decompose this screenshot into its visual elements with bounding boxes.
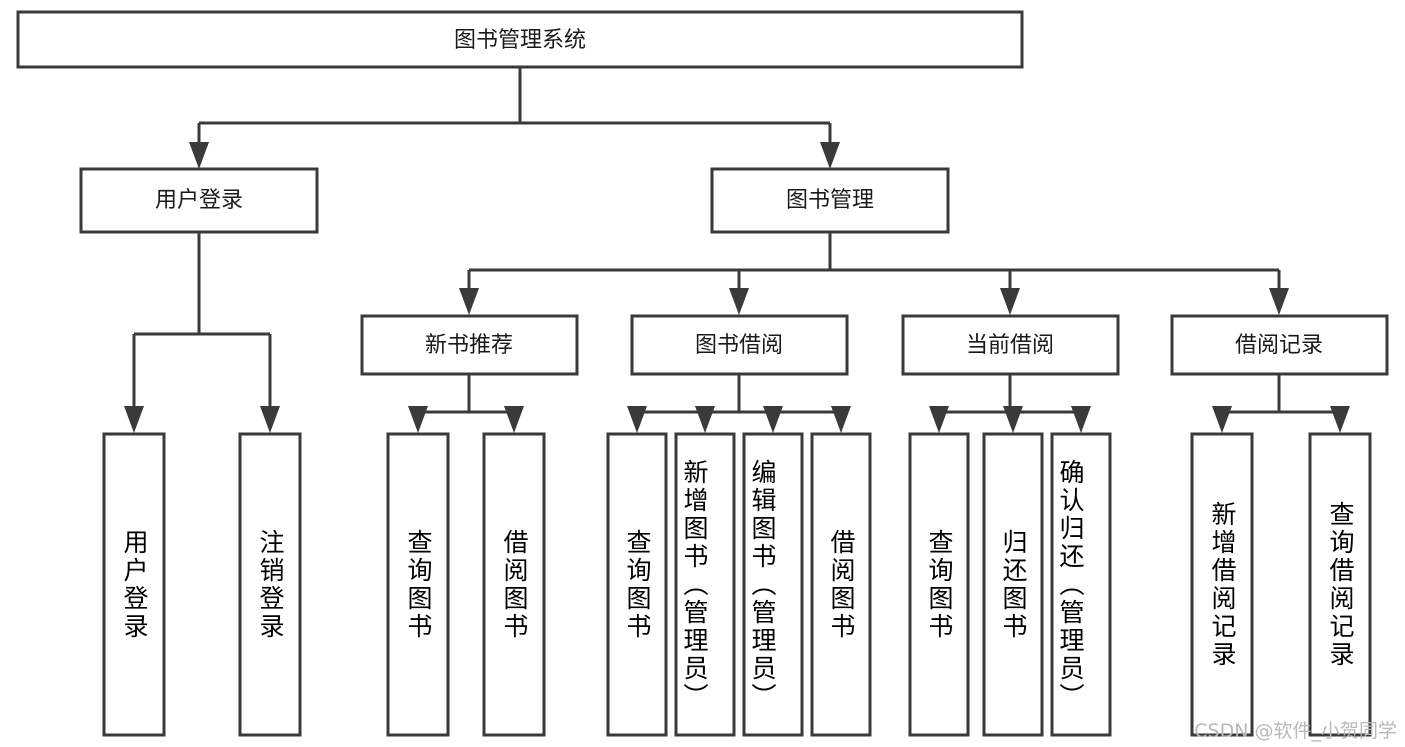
arrow-head-borrow-book-1	[504, 406, 524, 433]
leaf-node-logout-box	[238, 432, 302, 737]
arrow-head-book-manage	[820, 142, 840, 169]
node-root-box	[16, 10, 1024, 69]
leaf-node-borrow-book-1-label: 借阅图书	[500, 528, 529, 641]
leaf-node-query-book-3-text-area: 查询图书	[925, 528, 954, 641]
leaf-node-borrow-book-1-text-area: 借阅图书	[500, 528, 529, 641]
leaf-node-query-record-text-area: 查询借阅记录	[1326, 500, 1355, 669]
node-current-borrow-box	[901, 314, 1120, 376]
node-book-manage[interactable]: 图书管理	[710, 167, 950, 234]
leaf-node-edit-book[interactable]: 编辑图书（管理员）	[742, 432, 804, 737]
arrow-head-query-book-3	[929, 406, 949, 433]
node-book-borrow-box	[630, 314, 849, 376]
leaf-node-add-record-text-area: 新增借阅记录	[1208, 500, 1237, 669]
leaf-node-user-login[interactable]: 用户登录	[102, 432, 166, 737]
connector-group-book-borrow	[627, 374, 851, 433]
arrow-head-confirm-return	[1071, 406, 1091, 433]
arrow-head-query-book-1	[408, 406, 428, 433]
leaf-node-query-book-1[interactable]: 查询图书	[386, 432, 450, 737]
leaf-node-query-book-2-box	[606, 432, 668, 737]
leaf-node-add-book-text-area: 新增图书（管理员）	[680, 458, 709, 711]
leaf-node-logout[interactable]: 注销登录	[238, 432, 302, 737]
leaf-node-borrow-book-2[interactable]: 借阅图书	[810, 432, 872, 737]
leaf-node-return-book-label: 归还图书	[999, 528, 1028, 641]
leaf-node-borrow-book-2-box	[810, 432, 872, 737]
leaf-node-logout-text-area: 注销登录	[256, 528, 285, 641]
leaf-node-query-book-1-text-area: 查询图书	[404, 528, 433, 641]
leaf-node-query-book-2[interactable]: 查询图书	[606, 432, 668, 737]
leaf-node-add-book-label: 新增图书（管理员）	[680, 458, 709, 711]
node-book-borrow[interactable]: 图书借阅	[630, 314, 849, 376]
leaf-node-return-book-box	[982, 432, 1044, 737]
leaf-node-user-login-label: 用户登录	[120, 528, 149, 641]
node-new-book-rec[interactable]: 新书推荐	[360, 314, 579, 376]
node-new-book-rec-box	[360, 314, 579, 376]
leaf-node-logout-label: 注销登录	[256, 528, 285, 641]
leaf-node-query-book-2-text-area: 查询图书	[623, 528, 652, 641]
leaf-node-user-login-text-area: 用户登录	[120, 528, 149, 641]
arrow-head-query-book-2	[627, 406, 647, 433]
leaf-node-add-book[interactable]: 新增图书（管理员）	[674, 432, 736, 737]
node-user-login[interactable]: 用户登录	[79, 167, 319, 234]
leaf-node-query-book-2-label: 查询图书	[623, 528, 652, 641]
connector-group-borrow-record	[1212, 374, 1350, 433]
node-borrow-record[interactable]: 借阅记录	[1170, 314, 1389, 376]
arrow-head-leaf-user-login	[124, 406, 144, 433]
arrow-head-current-borrow	[1000, 288, 1020, 315]
connector-group-root	[189, 67, 840, 169]
leaf-node-edit-book-label: 编辑图书（管理员）	[748, 458, 777, 711]
leaf-node-add-book-box	[674, 432, 736, 737]
leaf-node-edit-book-box	[742, 432, 804, 737]
node-current-borrow[interactable]: 当前借阅	[901, 314, 1120, 376]
connector-group-new-book-rec	[408, 374, 524, 433]
arrow-head-borrow-book-2	[831, 406, 851, 433]
connector-group-current-borrow	[929, 374, 1091, 433]
node-root[interactable]: 图书管理系统	[16, 10, 1024, 69]
leaf-node-query-record-box	[1308, 432, 1372, 737]
leaf-node-user-login-box	[102, 432, 166, 737]
leaf-node-query-record[interactable]: 查询借阅记录	[1308, 432, 1372, 737]
leaf-node-add-record-box	[1190, 432, 1254, 737]
node-book-manage-box	[710, 167, 950, 234]
leaf-node-query-book-1-label: 查询图书	[404, 528, 433, 641]
node-user-login-box	[79, 167, 319, 234]
arrow-head-user-login	[189, 142, 209, 169]
arrow-head-add-record	[1212, 406, 1232, 433]
node-book-manage-label: 图书管理	[786, 188, 874, 213]
connector-group-user-login	[124, 232, 280, 433]
leaf-node-borrow-book-1[interactable]: 借阅图书	[482, 432, 546, 737]
leaf-node-query-book-3-box	[908, 432, 970, 737]
node-new-book-rec-label: 新书推荐	[425, 333, 513, 358]
leaf-node-confirm-return-box	[1050, 432, 1112, 737]
node-user-login-label: 用户登录	[155, 188, 243, 213]
leaf-node-borrow-book-2-label: 借阅图书	[827, 528, 856, 641]
leaf-node-query-book-3[interactable]: 查询图书	[908, 432, 970, 737]
node-book-borrow-label: 图书借阅	[695, 333, 783, 358]
leaf-node-query-book-1-box	[386, 432, 450, 737]
leaf-node-confirm-return[interactable]: 确认归还（管理员）	[1050, 432, 1112, 737]
node-borrow-record-label: 借阅记录	[1235, 333, 1323, 358]
node-current-borrow-label: 当前借阅	[966, 333, 1054, 358]
node-root-label: 图书管理系统	[454, 28, 586, 53]
leaf-node-borrow-book-2-text-area: 借阅图书	[827, 528, 856, 641]
arrow-head-edit-book	[763, 406, 783, 433]
arrow-head-leaf-logout	[260, 406, 280, 433]
leaf-node-return-book-text-area: 归还图书	[999, 528, 1028, 641]
arrow-head-query-record	[1330, 406, 1350, 433]
arrow-head-return-book	[1003, 406, 1023, 433]
arrow-head-new-book-rec	[459, 288, 479, 315]
leaf-node-query-book-3-label: 查询图书	[925, 528, 954, 641]
node-borrow-record-box	[1170, 314, 1389, 376]
leaf-node-add-record-label: 新增借阅记录	[1208, 500, 1237, 669]
leaf-node-edit-book-text-area: 编辑图书（管理员）	[748, 458, 777, 711]
leaf-node-return-book[interactable]: 归还图书	[982, 432, 1044, 737]
arrow-head-borrow-record	[1269, 288, 1289, 315]
leaf-node-borrow-book-1-box	[482, 432, 546, 737]
connector-group-book-manage	[459, 232, 1289, 315]
leaf-node-query-record-label: 查询借阅记录	[1326, 500, 1355, 669]
arrow-head-book-borrow	[729, 288, 749, 315]
leaf-node-add-record[interactable]: 新增借阅记录	[1190, 432, 1254, 737]
leaf-node-confirm-return-label: 确认归还（管理员）	[1056, 458, 1085, 711]
arrow-head-add-book	[695, 406, 715, 433]
leaf-node-confirm-return-text-area: 确认归还（管理员）	[1056, 458, 1085, 711]
